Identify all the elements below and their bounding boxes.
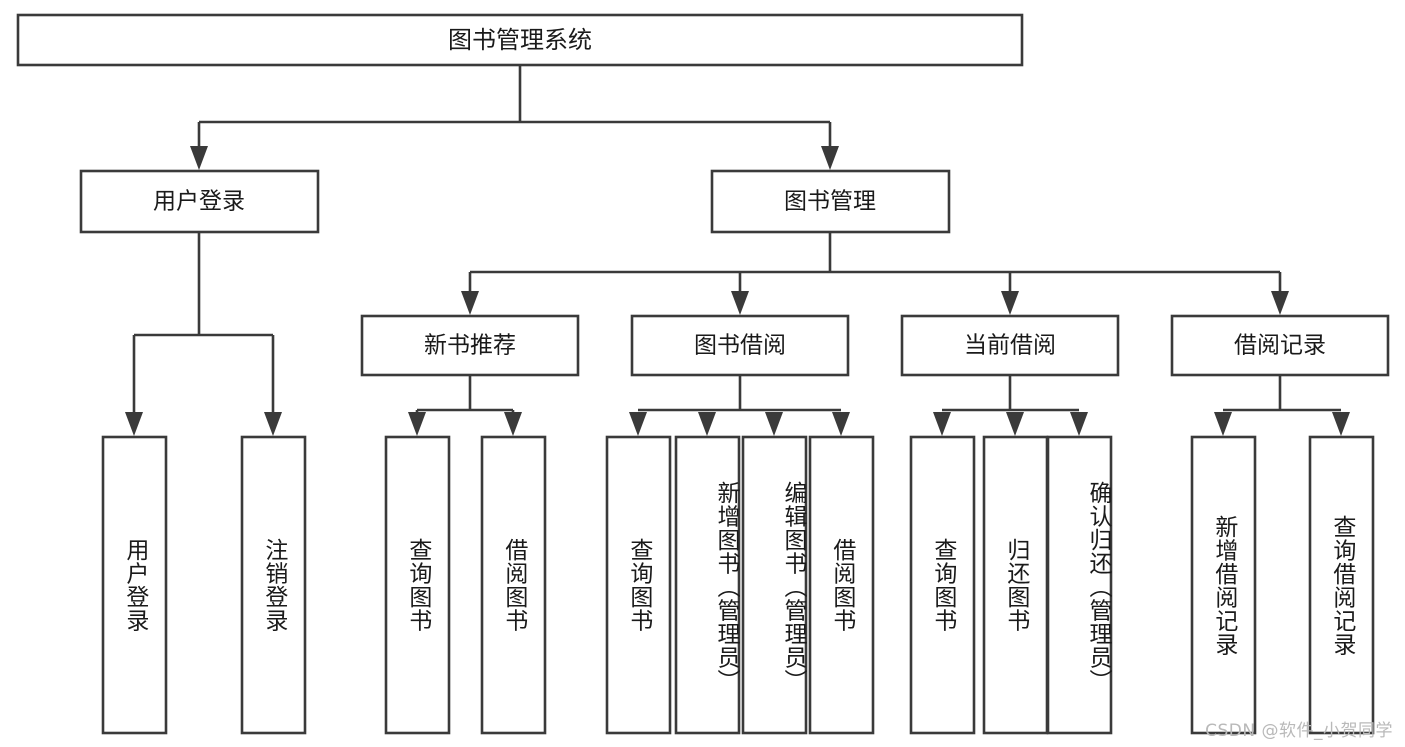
leaf-box-edit-book[interactable] [741, 435, 808, 735]
node-new-book-recommend[interactable]: 新书推荐 [360, 314, 580, 377]
leaf-box-query-book-borrow[interactable] [605, 435, 672, 735]
leaf-box-confirm-return[interactable] [1046, 435, 1113, 735]
current-borrow-label: 当前借阅 [964, 333, 1056, 359]
leaf-boxes-layer [101, 435, 1375, 735]
node-current-borrow[interactable]: 当前借阅 [900, 314, 1120, 377]
arrow-to-user-login [190, 146, 208, 170]
current-borrow-box[interactable] [900, 314, 1120, 377]
arrow-to-leaf-user-login [125, 412, 143, 436]
borrow-record-box[interactable] [1170, 314, 1390, 377]
arrow-to-leaf-borrow-book-1 [504, 412, 522, 436]
leaf-box-query-book-current[interactable] [909, 435, 976, 735]
leaf-box-borrow-book-newbook[interactable] [480, 435, 547, 735]
user-login-label: 用户登录 [153, 189, 245, 215]
new-book-recommend-box[interactable] [360, 314, 580, 377]
arrow-to-leaf-query-book-1 [408, 412, 426, 436]
new-book-recommend-label: 新书推荐 [424, 333, 516, 359]
arrow-to-new-book [461, 291, 479, 315]
leaf-box-add-book[interactable] [674, 435, 741, 735]
leaf-box-borrow-book[interactable] [808, 435, 875, 735]
arrow-to-leaf-confirm-return [1070, 412, 1088, 436]
csdn-watermark: CSDN @软件_小贺同学 [1205, 721, 1393, 741]
arrow-to-book-borrow [731, 291, 749, 315]
arrow-to-leaf-logout [264, 412, 282, 436]
root-box[interactable] [16, 13, 1024, 67]
arrow-to-leaf-query-book-3 [933, 412, 951, 436]
arrow-to-book-mgmt [821, 146, 839, 170]
root-label: 图书管理系统 [448, 26, 592, 54]
node-borrow-record[interactable]: 借阅记录 [1170, 314, 1390, 377]
arrow-to-borrow-record [1271, 291, 1289, 315]
user-login-box[interactable] [79, 169, 320, 234]
connector-layer [125, 65, 1350, 436]
leaf-box-logout[interactable] [240, 435, 307, 735]
book-management-box[interactable] [710, 169, 951, 234]
arrow-to-current-borrow [1001, 291, 1019, 315]
leaf-box-user-login[interactable] [101, 435, 168, 735]
arrow-to-leaf-edit-book [765, 412, 783, 436]
leaf-box-add-borrow-record[interactable] [1190, 435, 1257, 735]
arrow-to-leaf-add-book [698, 412, 716, 436]
arrow-to-leaf-return-book [1006, 412, 1024, 436]
arrow-to-leaf-borrow-book-2 [832, 412, 850, 436]
node-root[interactable]: 图书管理系统 [16, 13, 1024, 67]
book-borrow-box[interactable] [630, 314, 850, 377]
node-book-management[interactable]: 图书管理 [710, 169, 951, 234]
arrow-to-leaf-add-record [1214, 412, 1232, 436]
book-borrow-label: 图书借阅 [694, 333, 786, 359]
node-book-borrow[interactable]: 图书借阅 [630, 314, 850, 377]
arrow-to-leaf-query-book-2 [629, 412, 647, 436]
arrow-to-leaf-query-record [1332, 412, 1350, 436]
leaf-box-query-book-newbook[interactable] [384, 435, 451, 735]
leaf-box-query-borrow-record[interactable] [1308, 435, 1375, 735]
borrow-record-label: 借阅记录 [1234, 333, 1326, 359]
book-management-label: 图书管理 [784, 189, 876, 215]
node-user-login[interactable]: 用户登录 [79, 169, 320, 234]
leaf-box-return-book[interactable] [982, 435, 1049, 735]
